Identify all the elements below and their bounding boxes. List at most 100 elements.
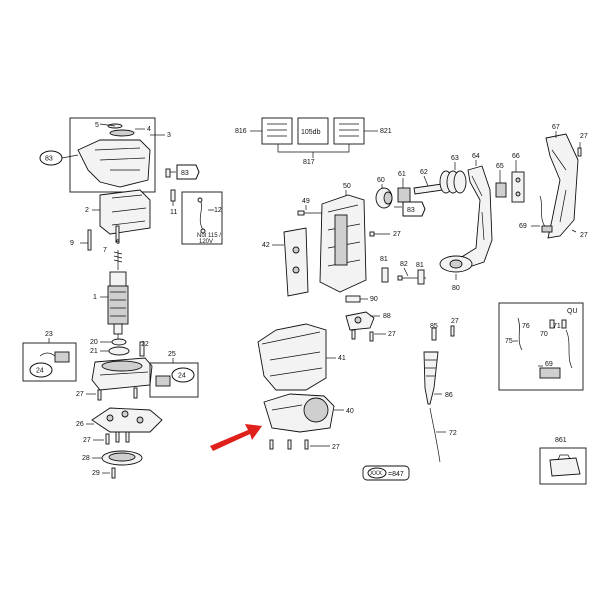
part-label-27g: 27 (451, 318, 459, 325)
legend-code: XXX (370, 471, 382, 477)
screw-29 (111, 467, 116, 479)
motor-housing-part (91, 357, 153, 391)
screw-85 (431, 327, 437, 341)
housing-41 (257, 323, 327, 391)
part-label-9: 9 (70, 240, 74, 247)
legend-box (362, 465, 410, 481)
part-label-82: 82 (400, 261, 408, 268)
cover-40 (263, 393, 335, 433)
part-label-81a: 81 (380, 256, 388, 263)
wire-69a (539, 195, 547, 229)
part-label-27c: 27 (393, 231, 401, 238)
armature-part (107, 271, 129, 340)
part-label-27b: 27 (83, 437, 91, 444)
voltage-note-line2: 120V (199, 239, 213, 245)
part-label-861: 861 (555, 437, 567, 444)
part-label-83c: 83 (407, 207, 415, 214)
part-label-25: 25 (168, 351, 176, 358)
voltage-note-line1: Not 115 / (197, 233, 221, 239)
screw-81b (417, 269, 425, 285)
cable-72 (429, 407, 441, 463)
part-label-27f: 27 (388, 331, 396, 338)
ring-gear-28 (101, 450, 143, 466)
legend-ref: =847 (388, 471, 404, 478)
label-plate-816 (261, 117, 293, 145)
bearing-21 (108, 346, 130, 356)
pin-9 (87, 229, 92, 251)
part-label-65: 65 (496, 163, 504, 170)
label-plate-821 (333, 117, 365, 145)
switch-part (54, 351, 70, 363)
screw-27b1 (105, 433, 110, 445)
part-90 (345, 295, 361, 303)
cover-42 (283, 227, 309, 297)
gear-housing-box (69, 117, 156, 193)
carry-case-861 (549, 454, 581, 477)
part-label-26: 26 (76, 421, 84, 428)
part-label-3: 3 (167, 132, 171, 139)
part-label-71: 71 (553, 323, 561, 330)
part-label-22: 22 (141, 341, 149, 348)
gear-case-50 (319, 194, 367, 293)
screw-22 (139, 341, 145, 357)
rear-handle-67 (545, 133, 579, 239)
part-label-50: 50 (343, 183, 351, 190)
ref-tag-83 (176, 164, 200, 180)
part-66 (511, 171, 525, 203)
part-label-27e: 27 (580, 232, 588, 239)
handle-band-80 (439, 255, 473, 273)
part-label-5: 5 (95, 122, 99, 129)
highlight-arrow (210, 424, 262, 451)
case-box-861 (539, 447, 587, 485)
screw-part (165, 168, 171, 178)
part-label-4: 4 (147, 126, 151, 133)
switch-box-25 (149, 362, 199, 398)
screw-27a (97, 389, 102, 401)
ref-circle-24b (171, 367, 195, 383)
part-label-62: 62 (420, 169, 428, 176)
screw-11 (170, 189, 176, 202)
bracket-88 (345, 311, 375, 331)
shaft-62 (413, 183, 444, 195)
part-label-72: 72 (449, 430, 457, 437)
part-label-83a: 83 (45, 156, 53, 163)
part-label-81b: 81 (416, 262, 424, 269)
part-label-42: 42 (262, 242, 270, 249)
part-label-24a: 24 (36, 368, 44, 375)
part-label-66: 66 (512, 153, 520, 160)
ref-circle-24a (29, 362, 53, 378)
part-label-1: 1 (93, 294, 97, 301)
part-label-76: 76 (522, 323, 530, 330)
spring-63 (439, 170, 467, 194)
part-label-63: 63 (451, 155, 459, 162)
part-label-85: 85 (430, 323, 438, 330)
wire-76 (517, 317, 523, 351)
wire-qu (565, 329, 573, 369)
part-label-75: 75 (505, 338, 513, 345)
part-61 (397, 187, 411, 203)
part-label-40: 40 (346, 408, 354, 415)
part-label-69a: 69 (519, 223, 527, 230)
part-label-816: 816 (235, 128, 247, 135)
part-label-86: 86 (445, 392, 453, 399)
part-label-28: 28 (82, 455, 90, 462)
part-label-12: 12 (214, 207, 222, 214)
part-label-67: 67 (552, 124, 560, 131)
switch-part-25 (155, 375, 171, 387)
part-label-41: 41 (338, 355, 346, 362)
part-label-60: 60 (377, 177, 385, 184)
part-label-817: 817 (303, 159, 315, 166)
part-label-27d: 27 (580, 133, 588, 140)
part-label-qu: QU (567, 308, 578, 315)
qu-kit-box (498, 302, 584, 391)
part-label-80: 80 (452, 285, 460, 292)
label-plate-105db (297, 117, 329, 145)
part-label-70: 70 (540, 331, 548, 338)
part-label-29: 29 (92, 470, 100, 477)
switch-qu (539, 367, 561, 379)
part-label-21: 21 (90, 348, 98, 355)
part-label-11: 11 (170, 209, 177, 216)
sleeve-60 (375, 187, 393, 209)
bearing-20 (111, 338, 127, 346)
